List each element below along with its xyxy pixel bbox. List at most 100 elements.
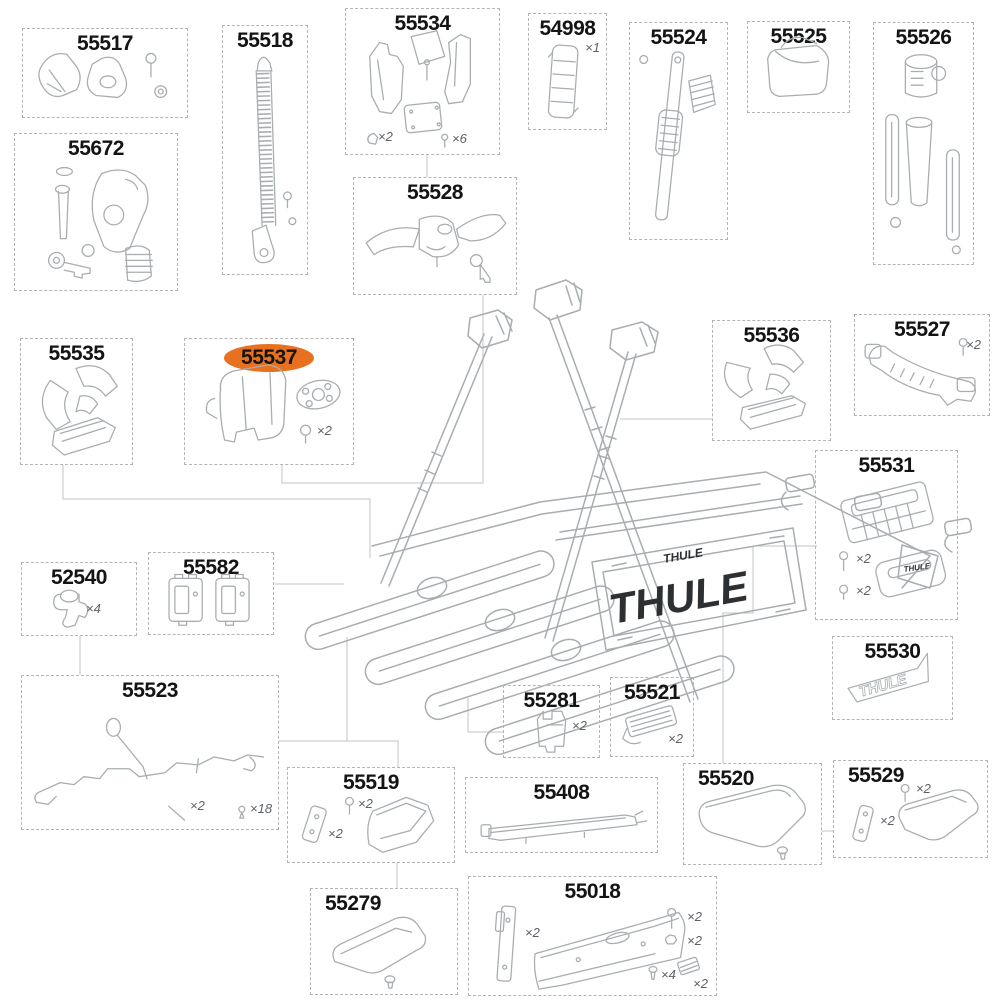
part-number-label: 55517 xyxy=(77,32,133,55)
part-box-55281[interactable]: 55281 ×2 xyxy=(503,685,600,758)
part-box-55523[interactable]: 55523 ×2 ×18 xyxy=(21,675,279,830)
part-box-55517[interactable]: 55517 xyxy=(22,28,188,118)
screw-icon xyxy=(839,584,849,594)
part-number-label: 54998 xyxy=(539,17,596,40)
part-sketch-55408 xyxy=(480,810,648,844)
part-sketch-55531 xyxy=(839,481,947,600)
qty-label: ×2 xyxy=(190,798,205,813)
qty-label: ×2 xyxy=(916,781,931,796)
part-number-label: 55535 xyxy=(48,342,105,365)
part-number-label: 55524 xyxy=(650,26,707,49)
part-number-label: 55582 xyxy=(183,556,239,579)
part-sketch-55524 xyxy=(639,51,716,221)
part-number-label: 55518 xyxy=(237,29,293,52)
part-box-54998[interactable]: 54998 ×1 xyxy=(528,13,607,130)
qty-label: ×18 xyxy=(250,801,273,816)
part-box-55526[interactable]: 55526 xyxy=(873,22,974,265)
part-number-label: 55531 xyxy=(858,454,915,477)
part-sketch-55528 xyxy=(365,214,507,283)
part-sketch-55536 xyxy=(723,344,807,430)
qty-label: ×4 xyxy=(86,601,101,616)
plate-logo-large: THULE xyxy=(605,562,753,633)
part-number-label: 55018 xyxy=(564,880,621,903)
part-sketch-55582 xyxy=(168,573,250,626)
qty-label: ×2 xyxy=(378,129,393,144)
part-sketch-55534 xyxy=(367,30,471,148)
part-sketch-55279 xyxy=(332,916,427,989)
part-sketch-55523 xyxy=(34,717,265,821)
part-box-55672[interactable]: 55672 xyxy=(14,133,178,291)
part-sketch-55526 xyxy=(885,54,961,255)
part-box-55530[interactable]: 55530 THULE xyxy=(832,636,953,720)
part-box-55518[interactable]: 55518 xyxy=(222,25,308,275)
part-box-55531[interactable]: 55531 ×2 ×2 xyxy=(815,450,958,620)
part-number-label: 55537 xyxy=(241,346,297,369)
screw-icon xyxy=(648,965,658,974)
part-sketch-55520 xyxy=(698,784,806,860)
part-box-55537[interactable]: 55537 ×2 xyxy=(184,338,354,465)
part-number-label: 55521 xyxy=(624,681,680,704)
part-number-label: 55520 xyxy=(698,767,754,790)
clip-icon xyxy=(238,805,246,813)
qty-label: ×2 xyxy=(687,933,702,948)
part-sketch-55527 xyxy=(864,337,976,406)
part-sketch-55521 xyxy=(622,705,678,745)
part-number-label: 55279 xyxy=(325,892,381,915)
part-number-label: 55529 xyxy=(848,764,904,787)
clip-icon xyxy=(367,132,379,145)
part-box-55408[interactable]: 55408 xyxy=(465,777,658,853)
screw-icon xyxy=(900,783,910,793)
qty-label: ×2 xyxy=(328,826,343,841)
sticker-logo-text: THULE xyxy=(857,672,909,701)
part-box-55524[interactable]: 55524 xyxy=(629,22,728,240)
qty-label: ×2 xyxy=(317,423,332,438)
carrier-assembly-sketch xyxy=(304,279,973,756)
part-sketch-55518 xyxy=(251,56,297,264)
part-box-55525[interactable]: 55525 xyxy=(747,21,850,113)
part-box-55527[interactable]: 55527 ×2 xyxy=(854,314,990,416)
part-sketch-55018 xyxy=(494,905,700,990)
part-sketch-55672 xyxy=(47,166,153,283)
part-box-55018[interactable]: 55018 ×2 ×2 ×2 ×4 ×2 xyxy=(468,876,717,996)
part-sketch-55537 xyxy=(205,364,341,444)
screw-icon xyxy=(441,133,449,141)
part-number-label: 55408 xyxy=(533,781,590,804)
screw-icon xyxy=(344,796,355,806)
qty-label: ×2 xyxy=(525,925,540,940)
part-box-55529[interactable]: 55529 ×2 ×2 xyxy=(833,760,988,858)
part-sketch-55519 xyxy=(301,796,435,853)
qty-label: ×2 xyxy=(687,909,702,924)
part-box-55528[interactable]: 55528 xyxy=(353,177,517,295)
qty-label: ×2 xyxy=(856,583,871,598)
screw-icon xyxy=(839,551,849,561)
cable-tie-icon xyxy=(168,805,186,821)
part-box-52540[interactable]: 52540 ×4 xyxy=(21,562,137,636)
part-box-55520[interactable]: 55520 xyxy=(683,763,822,865)
part-number-label: 55530 xyxy=(864,640,921,663)
part-sketch-54998 xyxy=(547,44,579,119)
part-sketch-55529 xyxy=(852,783,979,843)
part-box-55536[interactable]: 55536 xyxy=(712,320,831,441)
part-sketch-55517 xyxy=(38,52,168,99)
part-box-55582[interactable]: 55582 xyxy=(148,552,274,635)
part-box-55535[interactable]: 55535 xyxy=(20,338,133,465)
highlight-ellipse: 55537 xyxy=(224,344,314,372)
part-box-55279[interactable]: 55279 xyxy=(310,888,458,995)
qty-label: ×2 xyxy=(572,718,587,733)
qty-label: ×2 xyxy=(668,731,683,746)
part-number-label: 52540 xyxy=(51,566,107,589)
part-number-label: 55528 xyxy=(407,181,463,204)
part-sketch-55530: THULE xyxy=(847,652,929,703)
connector-lines xyxy=(62,155,833,888)
part-number-label: 55519 xyxy=(343,771,399,794)
qty-label: ×2 xyxy=(856,551,871,566)
part-number-label: 55672 xyxy=(68,137,124,160)
part-number-label: 55534 xyxy=(394,12,451,35)
qty-label: ×6 xyxy=(452,131,467,146)
qty-label: ×2 xyxy=(966,337,981,352)
part-box-55519[interactable]: 55519 ×2 ×2 xyxy=(287,767,455,863)
part-box-55534[interactable]: 55534 ×2 ×6 xyxy=(345,8,500,155)
nut-icon xyxy=(665,934,678,945)
part-box-55521[interactable]: 55521 ×2 xyxy=(610,677,694,757)
